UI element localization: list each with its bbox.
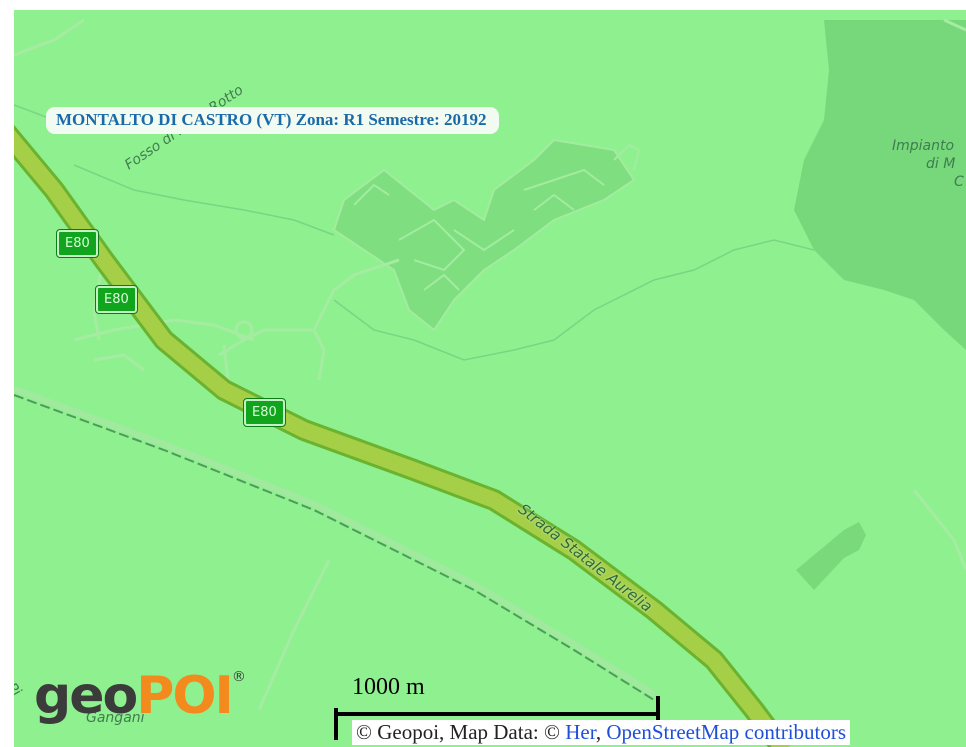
railway-bed	[14, 386, 656, 697]
plant-area	[332, 138, 636, 332]
geopoi-logo: geoPOI®	[34, 669, 246, 722]
road-shield-e80: E80	[56, 229, 99, 258]
logo-poi-text: POI	[136, 666, 234, 726]
forest-area	[794, 20, 966, 350]
railway	[14, 394, 655, 701]
attribution-separator: ,	[595, 720, 607, 744]
place-label-impianto-3: C	[954, 174, 964, 190]
logo-geo-text: geo	[34, 666, 138, 726]
road-shield-e80: E80	[243, 398, 286, 427]
scale-bar-label: 1000 m	[352, 674, 425, 700]
map-base-layer	[14, 18, 966, 747]
attribution-prefix: © Geopoi, Map Data: ©	[356, 720, 566, 744]
zone-info-label: MONTALTO DI CASTRO (VT) Zona: R1 Semestr…	[46, 107, 499, 134]
logo-registered-mark: ®	[231, 669, 246, 685]
attribution-link-here[interactable]: Her	[565, 720, 596, 744]
plant-roads	[353, 143, 641, 291]
map-canvas[interactable]: Fosso di PontoRotto Impianto di M C Pi G…	[14, 10, 966, 747]
place-label-gangani: Gangani	[86, 710, 145, 726]
place-label-impianto-2: di M	[926, 156, 956, 172]
map-attribution: © Geopoi, Map Data: © Her, OpenStreetMap…	[352, 720, 851, 745]
building-area	[796, 522, 866, 590]
place-label-impianto-1: Impianto	[892, 138, 955, 154]
attribution-link-osm[interactable]: OpenStreetMap contributors	[606, 720, 847, 744]
road-shield-e80: E80	[95, 285, 138, 314]
